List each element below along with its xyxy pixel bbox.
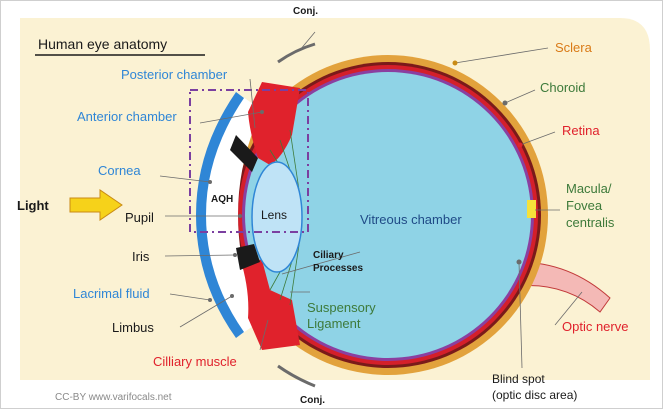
label-optic-nerve: Optic nerve: [562, 319, 628, 334]
label-ciliary-muscle: Cilliary muscle: [153, 354, 237, 369]
label-blind-spot-1: Blind spot: [492, 372, 545, 386]
label-conj-bottom: Conj.: [300, 395, 325, 406]
label-blind-spot-2: (optic disc area): [492, 388, 577, 402]
macula-spot: [527, 200, 536, 218]
label-ciliary-processes-1: Ciliary: [313, 250, 344, 261]
label-suspensory-1: Suspensory: [307, 300, 376, 315]
label-vitreous-chamber: Vitreous chamber: [360, 212, 462, 227]
credit-text: CC-BY www.varifocals.net: [55, 392, 172, 403]
label-aqh: AQH: [211, 194, 233, 205]
label-light: Light: [17, 198, 49, 213]
label-ciliary-processes-2: Processes: [313, 263, 363, 274]
label-sclera: Sclera: [555, 40, 593, 55]
label-suspensory-2: Ligament: [307, 316, 361, 331]
label-cornea: Cornea: [98, 163, 141, 178]
label-retina: Retina: [562, 123, 600, 138]
diagram-title: Human eye anatomy: [38, 36, 167, 52]
label-macula-3: centralis: [566, 215, 615, 230]
label-iris: Iris: [132, 249, 150, 264]
label-macula-1: Macula/: [566, 181, 612, 196]
label-posterior-chamber: Posterior chamber: [121, 67, 228, 82]
label-choroid: Choroid: [540, 80, 586, 95]
label-pupil: Pupil: [125, 210, 154, 225]
label-macula-2: Fovea: [566, 198, 603, 213]
label-anterior-chamber: Anterior chamber: [77, 109, 177, 124]
label-limbus: Limbus: [112, 320, 154, 335]
label-lacrimal-fluid: Lacrimal fluid: [73, 286, 150, 301]
label-lens: Lens: [261, 208, 287, 222]
label-conj-top: Conj.: [293, 6, 318, 17]
